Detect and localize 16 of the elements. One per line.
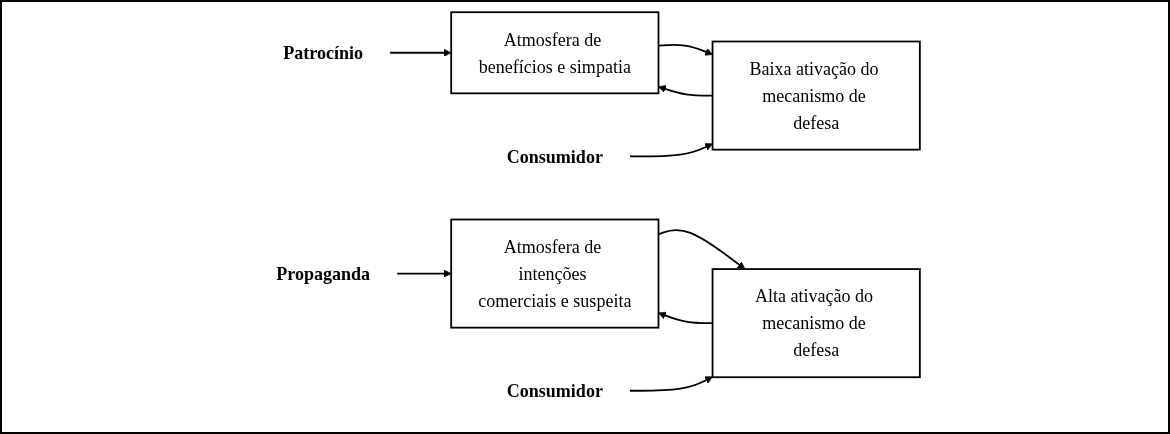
node-box: Atmosfera de benefícios e simpatia [450, 11, 660, 95]
node-text: Propaganda [276, 263, 371, 284]
arrow [658, 85, 714, 97]
node-text: Patrocínio [283, 42, 364, 63]
arrow [629, 143, 714, 158]
arrow [658, 229, 746, 270]
arrow [389, 48, 452, 57]
arrow [396, 269, 452, 278]
arrow [658, 311, 714, 325]
node-box: Alta ativação do mecanismo de defesa [712, 268, 922, 379]
node-box: Atmosfera de intenções comerciais e suspeita [450, 218, 660, 329]
node-text: Consumidor [507, 146, 604, 167]
arrow [629, 376, 714, 392]
node-box: Baixa ativação do mecanismo de defesa [712, 40, 922, 151]
node-text: Consumidor [507, 380, 604, 401]
arrow [658, 44, 714, 56]
